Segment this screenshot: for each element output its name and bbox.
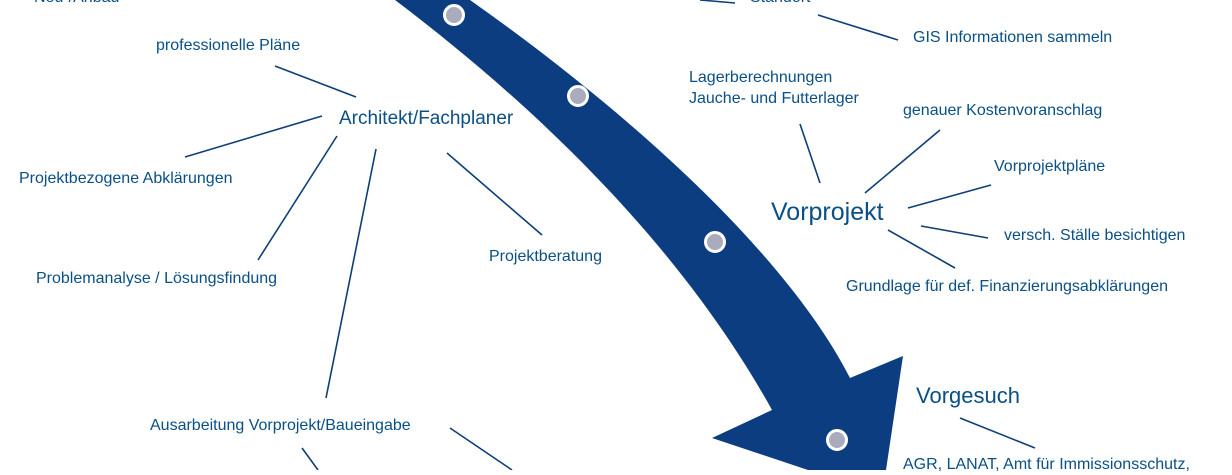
step-marker-4 [826, 429, 848, 451]
label-projektbezogene-abklaerungen: Projektbezogene Abklärungen [19, 170, 233, 187]
label-agr-lanat: AGR, LANAT, Amt für Immissionsschutz, [903, 456, 1190, 473]
label-lagerberechnungen: Lagerberechnungen [689, 69, 833, 86]
connector-ausarbeitung [325, 148, 377, 399]
hub-vorprojekt: Vorprojekt [771, 198, 884, 226]
label-kostenvoranschlag: genauer Kostenvoranschlag [903, 102, 1103, 119]
connector-standort [699, 0, 736, 4]
hub-architekt-fachplaner: Architekt/Fachplaner [339, 108, 514, 129]
connector-ausarbeitung-right [449, 427, 513, 470]
connector-projektbezogene [184, 115, 323, 158]
hub-vorgesuch: Vorgesuch [916, 383, 1020, 408]
connector-agr [959, 417, 1036, 449]
label-vorprojektplaene: Vorprojektpläne [994, 158, 1106, 175]
connector-ausarbeitung-down [301, 447, 319, 470]
label-neu-anbau: Neu-/Anbau [34, 0, 119, 8]
label-ausarbeitung: Ausarbeitung Vorprojekt/Baueingabe [150, 417, 411, 434]
connector-kostenvoranschlag [864, 129, 941, 194]
label-jauche-futterlager: Jauche- und Futterlager [689, 90, 859, 107]
connector-professionelle-plaene [274, 65, 357, 98]
label-grundlage-finanzierung: Grundlage für def. Finanzierungsabklärun… [846, 278, 1168, 295]
label-staelle-besichtigen: versch. Ställe besichtigen [1004, 227, 1186, 244]
connector-problemanalyse [257, 135, 338, 261]
process-arrow [395, 0, 903, 470]
connector-vorprojektplaene [907, 184, 992, 209]
connector-grundlage [887, 229, 956, 269]
connector-lagerberechnungen [799, 123, 821, 184]
connector-projektberatung [446, 152, 543, 236]
label-standort: Standort [750, 0, 810, 8]
label-projektberatung: Projektberatung [489, 248, 602, 265]
connector-staelle [920, 225, 989, 239]
connector-gis [817, 14, 899, 41]
label-professionelle-plaene: professionelle Pläne [156, 37, 301, 54]
step-marker-2 [567, 85, 589, 107]
label-problemanalyse: Problemanalyse / Lösungsfindung [36, 270, 278, 287]
step-marker-1 [443, 4, 465, 26]
label-gis: GIS Informationen sammeln [913, 29, 1113, 46]
step-marker-3 [704, 231, 726, 253]
